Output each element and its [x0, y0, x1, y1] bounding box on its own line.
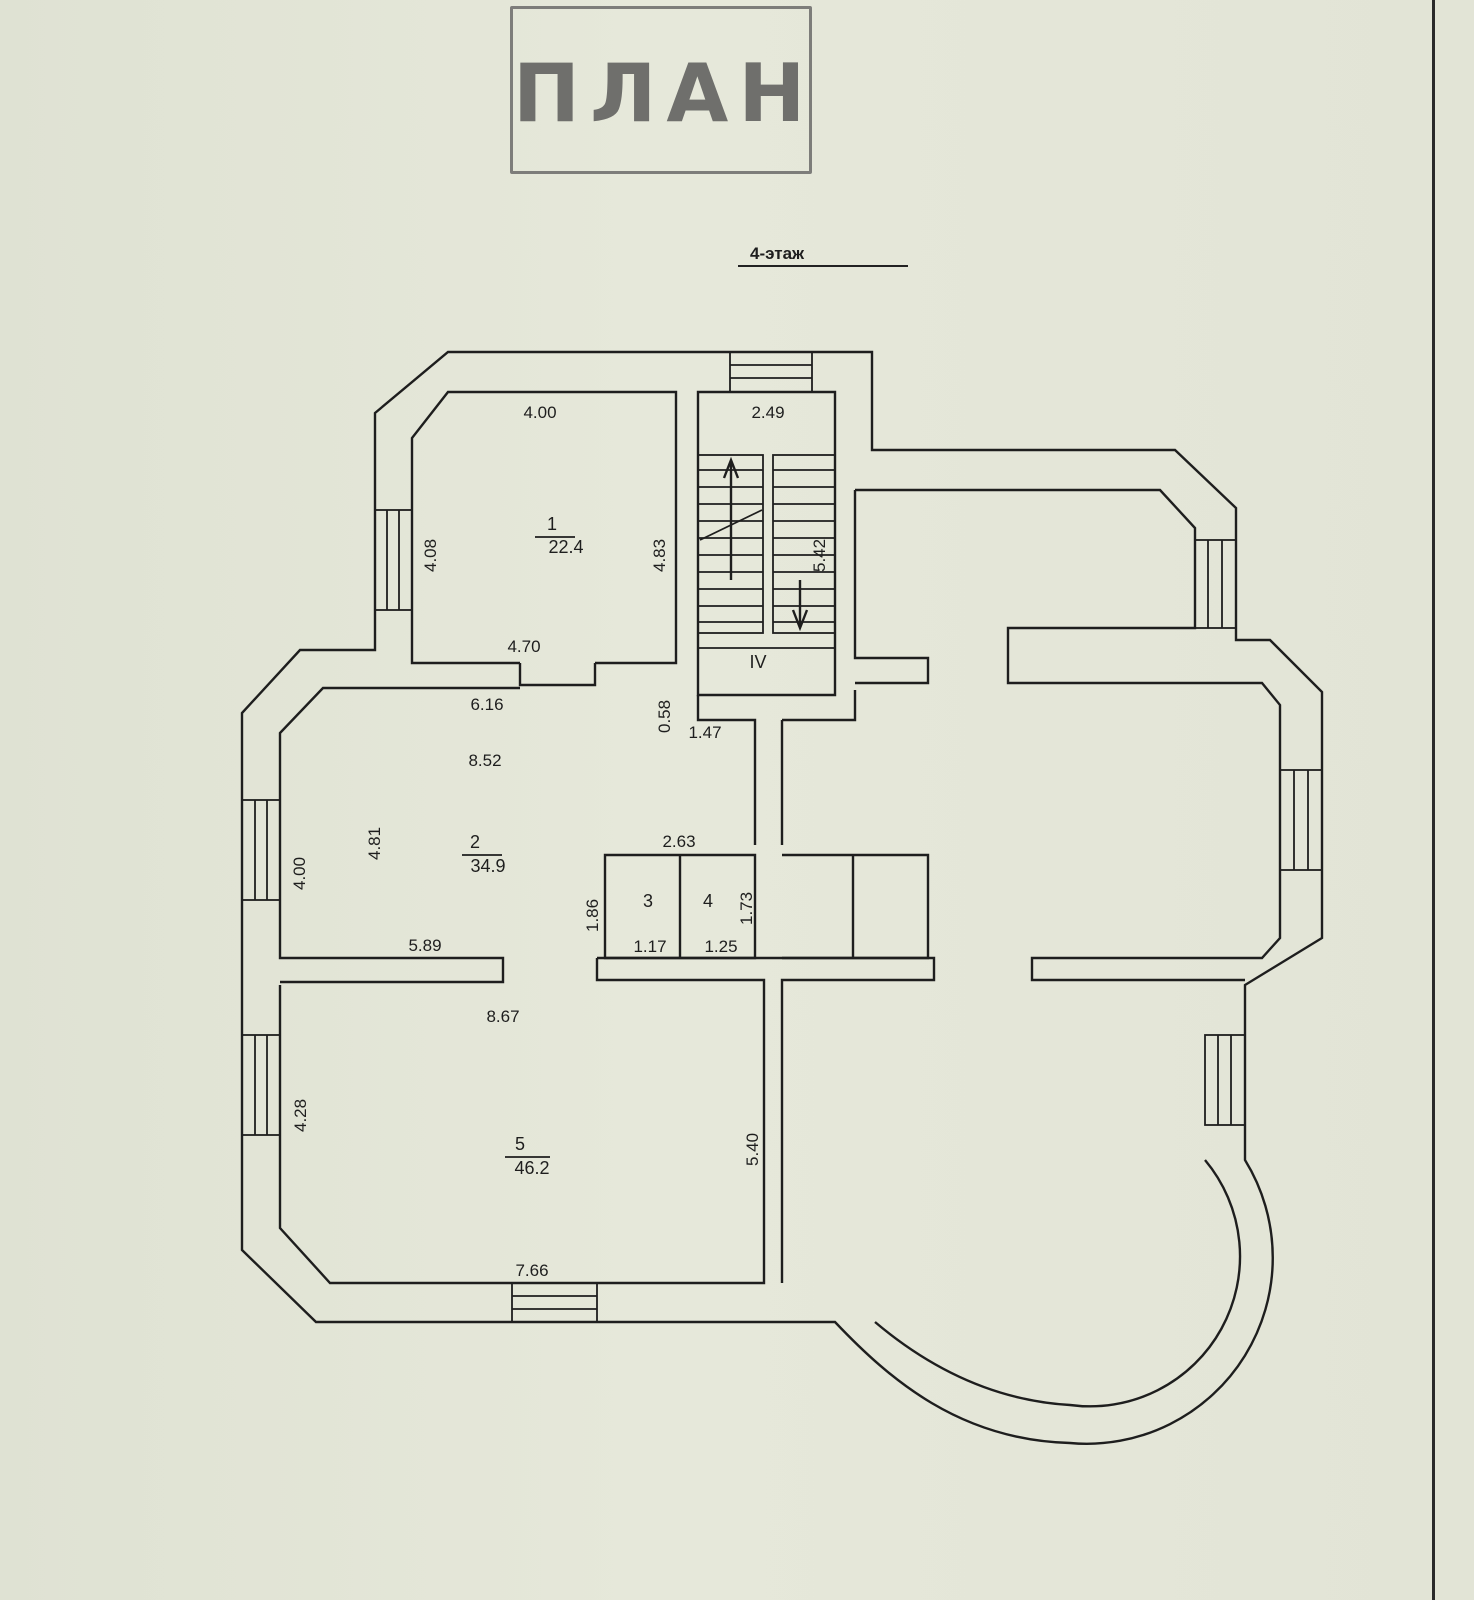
dim-room2-bottom: 5.89: [408, 936, 441, 955]
room-2-number: 2: [470, 832, 480, 852]
dim-room2-left: 4.00: [290, 857, 309, 890]
dim-corridor-width: 1.47: [688, 723, 721, 742]
stair-arrow-down: [791, 580, 809, 632]
dim-room2-height: 4.81: [365, 827, 384, 860]
outer-wall: [240, 350, 1324, 1445]
bay-inner-wall: [874, 1159, 1242, 1408]
dim-room1-right: 4.83: [650, 539, 669, 572]
dim-wc-width: 2.63: [662, 832, 695, 851]
floor-label-underline: [738, 265, 908, 267]
dim-wc-height-right: 1.73: [737, 892, 756, 925]
sheet-border-line: [1432, 0, 1435, 1600]
dim-room1-bottom: 4.70: [507, 637, 540, 656]
right-rooms-walls: [853, 488, 1282, 982]
room-5-walls: [278, 958, 766, 1285]
dim-wc-height: 1.86: [583, 899, 602, 932]
dim-room1-left: 4.08: [421, 539, 440, 572]
stair-label: IV: [749, 652, 766, 672]
stair-cut-line: [699, 509, 763, 541]
room-1-area: 22.4: [548, 537, 583, 557]
stair-flight-left: [697, 454, 764, 634]
partition-wall: [597, 956, 936, 1283]
room-4-number: 4: [703, 891, 713, 911]
wc-walls-right: [782, 853, 930, 960]
room-1-number: 1: [547, 514, 557, 534]
dim-stair-width: 2.49: [751, 403, 784, 422]
dim-room5-bottom: 7.66: [515, 1261, 548, 1280]
dim-room1-top: 4.00: [523, 403, 556, 422]
room-3-number: 3: [643, 891, 653, 911]
room-2-area: 34.9: [470, 856, 505, 876]
dim-room5-left: 4.28: [291, 1099, 310, 1132]
dim-room3-width: 1.17: [633, 937, 666, 956]
plan-stamp: ПЛАН: [510, 6, 812, 174]
floor-label: 4-этаж: [750, 244, 805, 263]
wall-stub-1: [518, 663, 597, 687]
dim-room5-top: 8.67: [486, 1007, 519, 1026]
dim-stair-length: 5.42: [810, 539, 829, 572]
dim-room2-top: 6.16: [470, 695, 503, 714]
corridor-walls: [696, 690, 857, 845]
stamp-title: ПЛАН: [513, 47, 816, 140]
dim-room5-right: 5.40: [743, 1133, 762, 1166]
dim-room2-inner: 8.52: [468, 751, 501, 770]
dim-room4-width: 1.25: [704, 937, 737, 956]
room-5-number: 5: [515, 1134, 525, 1154]
room-1-walls: [410, 390, 678, 665]
room-5-area: 46.2: [514, 1158, 549, 1178]
stair-flight-right: [772, 454, 836, 634]
dim-corridor-small: 0.58: [655, 700, 674, 733]
stair-arrow-up: [722, 456, 740, 580]
windows: [241, 351, 1323, 1323]
room-2-walls: [278, 686, 520, 984]
